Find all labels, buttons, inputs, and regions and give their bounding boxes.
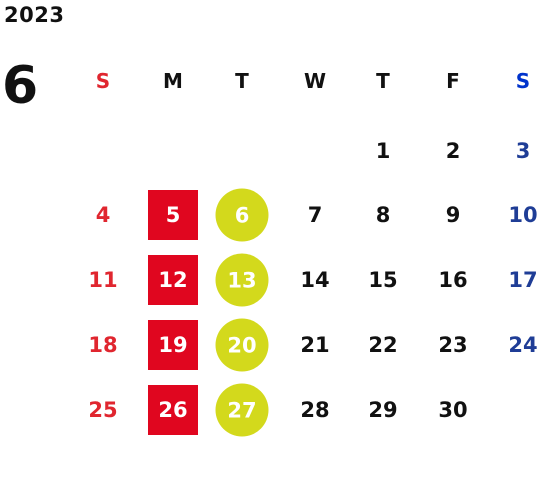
weekday-friday: F [446,69,460,93]
day-cell-15[interactable]: 15 [368,268,398,292]
day-cell-9[interactable]: 9 [445,203,461,227]
day-cell-12[interactable]: 12 [148,255,198,305]
weekday-thursday: T [376,69,390,93]
weekday-tuesday: T [235,69,249,93]
day-cell-1[interactable]: 1 [375,139,391,163]
weekday-wednesday: W [303,69,327,93]
month-label: 6 [2,56,39,116]
day-cell-5[interactable]: 5 [148,190,198,240]
weekday-sunday: S [95,69,111,93]
weekday-saturday: S [515,69,531,93]
day-cell-7[interactable]: 7 [307,203,323,227]
day-cell-23[interactable]: 23 [438,333,468,357]
day-cell-13[interactable]: 13 [215,253,269,307]
day-cell-20[interactable]: 20 [215,318,269,372]
day-cell-16[interactable]: 16 [438,268,468,292]
day-cell-21[interactable]: 21 [300,333,330,357]
day-cell-29[interactable]: 29 [368,398,398,422]
day-cell-17[interactable]: 17 [508,268,538,292]
day-cell-14[interactable]: 14 [300,268,330,292]
day-cell-28[interactable]: 28 [300,398,330,422]
year-label: 2023 [4,3,65,27]
day-cell-25[interactable]: 25 [88,398,118,422]
day-cell-24[interactable]: 24 [508,333,538,357]
day-cell-30[interactable]: 30 [438,398,468,422]
day-cell-18[interactable]: 18 [88,333,118,357]
day-cell-8[interactable]: 8 [375,203,391,227]
day-cell-4[interactable]: 4 [95,203,111,227]
day-cell-27[interactable]: 27 [215,383,269,437]
day-cell-6[interactable]: 6 [215,188,269,242]
day-cell-3[interactable]: 3 [515,139,531,163]
day-cell-11[interactable]: 11 [88,268,118,292]
day-cell-26[interactable]: 26 [148,385,198,435]
weekday-monday: M [163,69,183,93]
day-cell-19[interactable]: 19 [148,320,198,370]
day-cell-22[interactable]: 22 [368,333,398,357]
day-cell-10[interactable]: 10 [508,203,538,227]
day-cell-2[interactable]: 2 [445,139,461,163]
